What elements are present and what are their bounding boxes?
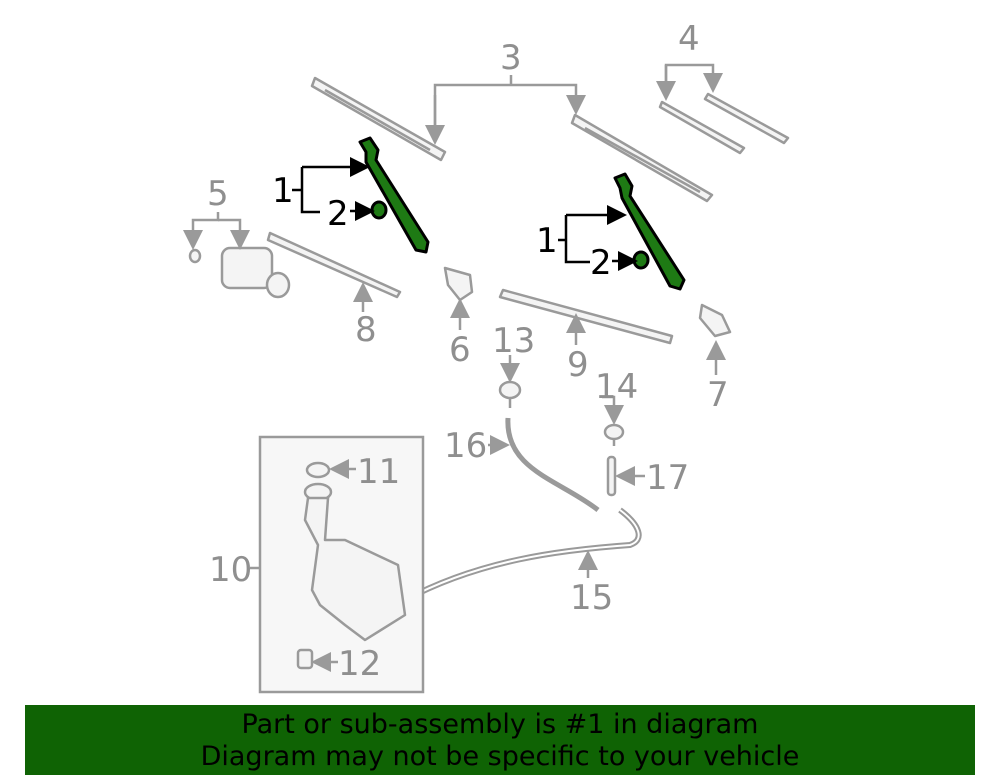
callout-5: 5 bbox=[207, 174, 229, 214]
washer-hose-17[interactable] bbox=[606, 455, 617, 497]
arm-nut-left[interactable] bbox=[370, 200, 388, 220]
callout-11: 11 bbox=[357, 452, 400, 492]
callout-6: 6 bbox=[449, 330, 471, 370]
callout-12: 12 bbox=[338, 644, 381, 684]
callout-13: 13 bbox=[492, 321, 535, 361]
arm-nut-right[interactable] bbox=[632, 250, 650, 270]
washer-reservoir[interactable] bbox=[303, 482, 407, 642]
reservoir-cap[interactable] bbox=[305, 461, 331, 479]
blade-refill-1[interactable] bbox=[658, 100, 746, 155]
callout-8: 8 bbox=[355, 310, 377, 350]
callout-4: 4 bbox=[678, 19, 700, 59]
washer-hose-15[interactable] bbox=[403, 507, 642, 603]
linkage-right[interactable] bbox=[498, 288, 674, 345]
wiper-motor[interactable] bbox=[188, 246, 291, 299]
wiper-arm-right[interactable] bbox=[613, 172, 686, 291]
wiper-blade-right[interactable] bbox=[570, 113, 714, 203]
callout-16: 16 bbox=[444, 426, 487, 466]
callout-3: 3 bbox=[500, 38, 522, 78]
blade-refill-2[interactable] bbox=[703, 92, 790, 145]
callout-17: 17 bbox=[646, 458, 689, 498]
callout-15: 15 bbox=[570, 578, 613, 618]
washer-hose-16[interactable] bbox=[505, 417, 600, 512]
reservoir-bracket[interactable] bbox=[296, 648, 314, 670]
pivot-right[interactable] bbox=[698, 303, 732, 338]
callout-1-left: 1 bbox=[272, 171, 294, 211]
callout-9: 9 bbox=[567, 345, 589, 385]
callout-7: 7 bbox=[707, 375, 729, 415]
notice-line-1: Part or sub-assembly is #1 in diagram bbox=[241, 709, 759, 740]
callout-1-right: 1 bbox=[536, 221, 558, 261]
washer-nozzle-14[interactable] bbox=[603, 423, 625, 446]
callout-14: 14 bbox=[595, 367, 638, 407]
callout-10: 10 bbox=[209, 550, 252, 590]
notice-banner: Part or sub-assembly is #1 in diagram Di… bbox=[25, 705, 975, 775]
wiper-arm-left[interactable] bbox=[358, 136, 430, 254]
linkage-left[interactable] bbox=[266, 231, 402, 299]
pivot-left[interactable] bbox=[443, 266, 474, 302]
washer-nozzle-13[interactable] bbox=[498, 380, 522, 408]
notice-line-2: Diagram may not be specific to your vehi… bbox=[200, 741, 800, 772]
callout-2-right: 2 bbox=[590, 243, 612, 283]
callout-2-left: 2 bbox=[327, 194, 349, 234]
wiper-blade-left[interactable] bbox=[310, 76, 447, 162]
